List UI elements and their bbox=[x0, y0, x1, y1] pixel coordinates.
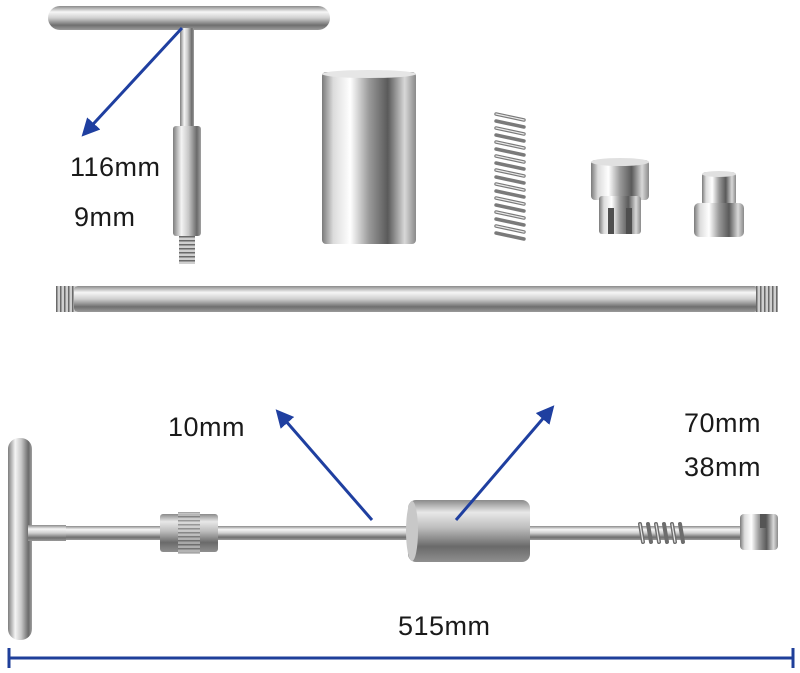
label-top-length: 116mm bbox=[70, 152, 161, 182]
assembled-claw-tip bbox=[740, 514, 778, 550]
t-handle-thread bbox=[179, 236, 195, 264]
t-handle-stem bbox=[180, 28, 194, 128]
spring bbox=[493, 110, 527, 242]
label-total-length: 515mm bbox=[398, 611, 491, 641]
t-handle-collar bbox=[173, 126, 201, 236]
assembled-t-handle bbox=[8, 438, 32, 640]
label-slide-diameter: 38mm bbox=[684, 452, 762, 482]
assembled-slide-hammer bbox=[8, 438, 778, 640]
slotted-adapter bbox=[591, 158, 649, 234]
label-shaft-diameter: 10mm bbox=[168, 412, 246, 442]
arrow-weight bbox=[454, 405, 555, 521]
assembled-spring bbox=[638, 522, 685, 544]
label-slide-length: 70mm bbox=[684, 408, 762, 438]
arrow-shaft bbox=[275, 409, 374, 521]
label-top-diameter: 9mm bbox=[74, 202, 136, 232]
arrow-top bbox=[81, 26, 184, 137]
t-handle-crossbar bbox=[48, 6, 330, 30]
small-adapter bbox=[694, 171, 744, 237]
total-length-dimension-line bbox=[7, 648, 795, 668]
slide-weight bbox=[322, 72, 416, 244]
extension-rod bbox=[56, 286, 778, 312]
t-handle-part bbox=[48, 6, 330, 264]
assembled-slide-weight bbox=[408, 500, 530, 562]
slide-weight-top bbox=[322, 70, 416, 78]
